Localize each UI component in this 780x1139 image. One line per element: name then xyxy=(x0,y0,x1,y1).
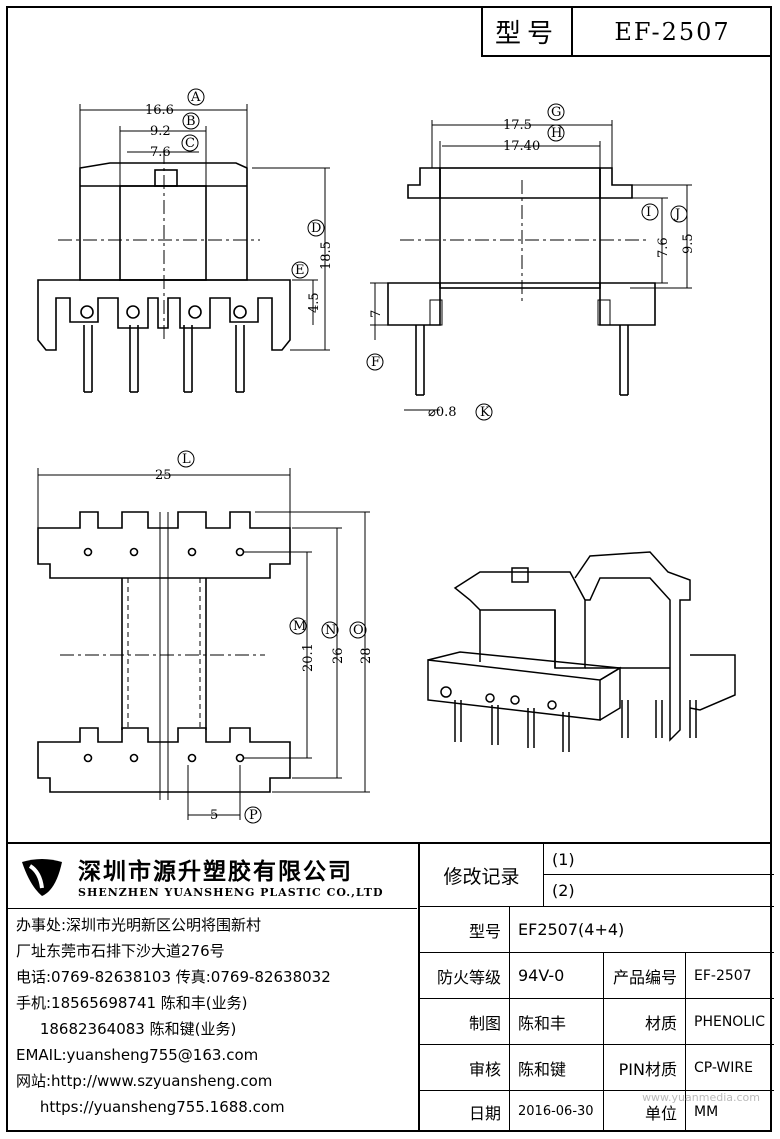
front-view xyxy=(37,104,330,393)
technical-drawing: 16.6 A 9.2 B 7.6 C 18.5 D 4.5 E xyxy=(37,88,736,824)
dim-o-value: 28 xyxy=(359,647,374,664)
dim-n-letter: N xyxy=(325,623,336,638)
company-mobile-2: 18682364083 陈和键(业务) xyxy=(16,1020,237,1038)
company-name-cn: 深圳市源升塑胶有限公司 xyxy=(78,859,353,885)
dim-m-value: 20.1 xyxy=(301,643,316,672)
dim-k-value: ⌀0.8 xyxy=(428,405,457,420)
dim-c-value: 7.6 xyxy=(150,145,171,160)
material-value: PHENOLIC xyxy=(694,1013,766,1030)
dim-d-letter: D xyxy=(311,221,321,236)
fire-rating-label: 防火等级 xyxy=(420,953,510,998)
spec-table: 修改记录 (1) (2) 型号 EF2507(4+4) 防火等级 94V-0 产… xyxy=(418,844,774,1132)
pin-material-value: CP-WIRE xyxy=(694,1059,753,1076)
dim-g-value: 17.5 xyxy=(503,118,532,133)
dim-b-value: 9.2 xyxy=(150,124,171,139)
dim-l-value: 25 xyxy=(155,468,172,483)
company-shop-url: https://yuansheng755.1688.com xyxy=(16,1098,285,1116)
dim-h-letter: H xyxy=(551,126,562,141)
dim-e-value: 4.5 xyxy=(307,292,322,313)
product-no-label: 产品编号 xyxy=(604,953,686,998)
dim-i-letter: I xyxy=(646,205,651,220)
dim-o-letter: O xyxy=(353,623,364,638)
date-label: 日期 xyxy=(420,1091,510,1132)
dim-k-letter: K xyxy=(480,405,490,420)
dim-p-letter: P xyxy=(249,808,258,823)
dim-c-letter: C xyxy=(185,136,195,151)
dim-j-letter: J xyxy=(673,207,680,222)
model-label: 型号 xyxy=(420,907,510,952)
model-value: EF2507(4+4) xyxy=(518,920,625,939)
dim-g-letter: G xyxy=(551,105,561,120)
dim-f-letter: F xyxy=(371,355,380,370)
revision-1: (1) xyxy=(544,844,774,875)
product-no-value: EF-2507 xyxy=(694,967,752,984)
dim-p-value: 5 xyxy=(210,808,218,823)
title-block: 深圳市源升塑胶有限公司 SHENZHEN YUANSHENG PLASTIC C… xyxy=(6,842,774,1134)
company-email: EMAIL:yuansheng755@163.com xyxy=(16,1046,259,1064)
revision-2: (2) xyxy=(552,880,575,900)
title-model-box: 型号 EF-2507 xyxy=(481,8,772,57)
date-row: 日期 2016-06-30 单位 MM xyxy=(420,1091,774,1132)
bottom-view xyxy=(37,468,370,820)
dim-a-letter: A xyxy=(190,90,201,105)
dim-f-value: 7 xyxy=(369,310,384,318)
model-row: 型号 EF2507(4+4) xyxy=(420,907,774,953)
company-factory: 厂址东莞市石排下沙大道276号 xyxy=(16,942,225,960)
fire-row: 防火等级 94V-0 产品编号 EF-2507 xyxy=(420,953,774,999)
dim-n-value: 26 xyxy=(331,647,346,664)
date-value: 2016-06-30 xyxy=(510,1091,604,1132)
check-row: 审核 陈和键 PIN材质 CP-WIRE xyxy=(420,1045,774,1091)
unit-value: MM xyxy=(694,1103,719,1120)
dim-i-value: 7.6 xyxy=(656,237,671,258)
dim-a-value: 16.6 xyxy=(145,103,174,118)
pin-material-label: PIN材质 xyxy=(604,1045,686,1090)
side-view xyxy=(370,120,692,411)
watermark: www.yuanmedia.com xyxy=(642,1091,760,1104)
company-header: 深圳市源升塑胶有限公司 SHENZHEN YUANSHENG PLASTIC C… xyxy=(6,844,417,909)
dim-e-letter: E xyxy=(295,263,305,278)
revision-row: 修改记录 (1) (2) xyxy=(420,844,774,907)
company-office: 办事处:深圳市光明新区公明将围新村 xyxy=(16,916,262,934)
title-model-value: EF-2507 xyxy=(614,17,731,46)
company-logo-icon xyxy=(22,859,62,896)
company-mobile-1: 手机:18565698741 陈和丰(业务) xyxy=(16,994,248,1012)
check-value: 陈和键 xyxy=(510,1045,604,1090)
dim-m-letter: M xyxy=(293,619,306,634)
drawn-row: 制图 陈和丰 材质 PHENOLIC xyxy=(420,999,774,1045)
dim-l-letter: L xyxy=(182,452,191,467)
dim-h-value: 17.40 xyxy=(503,139,540,154)
company-website: 网站:http://www.szyuansheng.com xyxy=(16,1072,273,1090)
dim-j-value: 9.5 xyxy=(681,233,696,254)
company-name-en: SHENZHEN YUANSHENG PLASTIC CO.,LTD xyxy=(78,886,384,899)
dim-d-value: 18.5 xyxy=(319,241,334,270)
title-model-label: 型号 xyxy=(483,8,573,55)
company-phone-fax: 电话:0769-82638103 传真:0769-82638032 xyxy=(16,968,331,986)
material-label: 材质 xyxy=(604,999,686,1044)
isometric-view xyxy=(427,551,736,752)
unit-label: 单位 xyxy=(604,1091,686,1132)
drawn-value: 陈和丰 xyxy=(510,999,604,1044)
drawing-frame xyxy=(6,6,772,1132)
drawn-label: 制图 xyxy=(420,999,510,1044)
fire-rating-value: 94V-0 xyxy=(510,953,604,998)
check-label: 审核 xyxy=(420,1045,510,1090)
dim-b-letter: B xyxy=(186,114,196,129)
revision-label: 修改记录 xyxy=(420,844,544,906)
